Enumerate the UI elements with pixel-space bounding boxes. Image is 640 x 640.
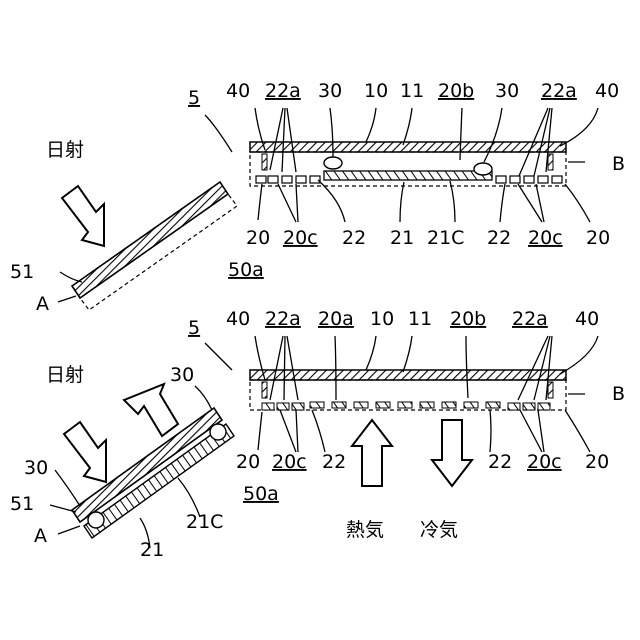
top-label-22-right: 22	[487, 227, 511, 249]
top-label-22-left: 22	[342, 227, 366, 249]
bottom-label-heat: 熱気	[346, 519, 384, 541]
top-window-assembly	[250, 142, 566, 186]
bottom-label-40-left: 40	[226, 308, 250, 330]
bottom-label-40-right: 40	[575, 308, 599, 330]
top-label-40-right: 40	[595, 80, 619, 102]
top-label-20b: 20b	[438, 80, 474, 102]
bottom-label-20b: 20b	[450, 308, 486, 330]
bottom-label-B: B	[612, 383, 625, 405]
bottom-label-21C: 21C	[186, 511, 223, 533]
bottom-label-30-top: 30	[170, 364, 194, 386]
bottom-label-22a-left: 22a	[265, 308, 301, 330]
bottom-label-sun: 日射	[46, 364, 84, 386]
top-label-50a: 50a	[228, 259, 264, 281]
top-label-A: A	[36, 293, 49, 315]
top-label-30-left: 30	[318, 80, 342, 102]
top-label-10: 10	[364, 80, 388, 102]
top-label-sun: 日射	[46, 139, 84, 161]
top-label-22a-left: 22a	[265, 80, 301, 102]
top-label-22a-right: 22a	[541, 80, 577, 102]
bottom-label-A: A	[34, 525, 47, 547]
bottom-label-10: 10	[370, 308, 394, 330]
bottom-label-21: 21	[140, 539, 164, 561]
bottom-label-51: 51	[10, 493, 34, 515]
heat-arrow	[352, 420, 392, 486]
top-sunlight-arrow	[62, 186, 104, 246]
bottom-label-22a-right: 22a	[512, 308, 548, 330]
top-label-30-right: 30	[495, 80, 519, 102]
bottom-label-22-right: 22	[488, 451, 512, 473]
cool-arrow	[432, 420, 472, 486]
top-label-B: B	[612, 153, 625, 175]
bottom-label-22-left: 22	[322, 451, 346, 473]
bottom-label-30-left: 30	[24, 457, 48, 479]
top-label-20-right: 20	[586, 227, 610, 249]
bottom-label-50a: 50a	[243, 483, 279, 505]
bottom-label-20c-right: 20c	[527, 451, 562, 473]
bottom-reflect-arrow	[124, 384, 178, 436]
bottom-leader-lines	[50, 336, 598, 548]
top-label-5: 5	[188, 87, 200, 109]
top-label-20c-right: 20c	[528, 227, 563, 249]
bottom-label-20-left: 20	[236, 451, 260, 473]
bottom-figure: 5 40 22a 20a 10 11 20b 22a 40 B 日射 30 30…	[10, 308, 625, 561]
top-label-21C: 21C	[427, 227, 464, 249]
bottom-label-20-right: 20	[585, 451, 609, 473]
top-tilted-panel	[72, 182, 237, 310]
bottom-label-11: 11	[408, 308, 432, 330]
top-label-20c-left: 20c	[283, 227, 318, 249]
bottom-label-5: 5	[188, 317, 200, 339]
bottom-label-20c-left: 20c	[272, 451, 307, 473]
top-label-40-left: 40	[226, 80, 250, 102]
top-leader-lines	[58, 108, 598, 302]
bottom-sunlight-arrow	[64, 422, 106, 482]
top-label-51: 51	[10, 261, 34, 283]
top-label-21: 21	[390, 227, 414, 249]
bottom-label-cool: 冷気	[420, 519, 458, 541]
bottom-window-assembly	[250, 370, 566, 410]
top-label-11: 11	[400, 80, 424, 102]
bottom-label-20a: 20a	[318, 308, 354, 330]
top-label-20-left: 20	[246, 227, 270, 249]
top-figure: 5 40 22a 30 10 11 20b 30 22a 40 B 日射 51 …	[10, 80, 625, 315]
